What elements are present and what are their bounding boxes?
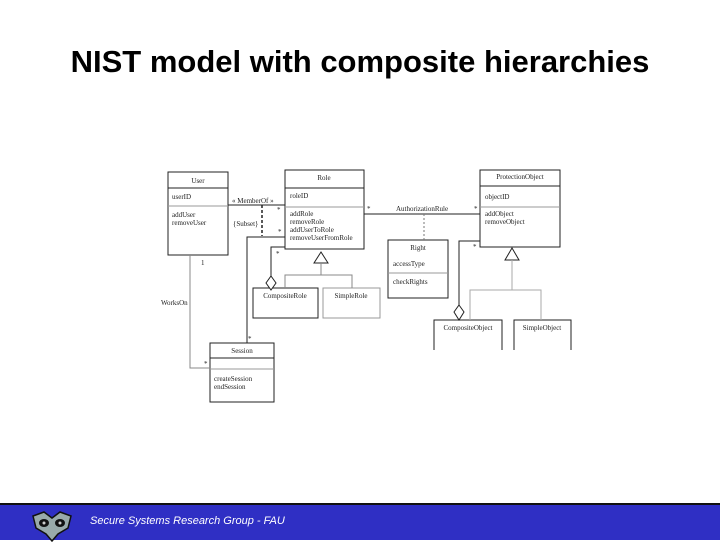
svg-text:Session: Session <box>231 347 253 355</box>
generalization-role <box>284 251 353 288</box>
class-name: User <box>191 177 205 185</box>
class-right: Right accessType checkRights <box>387 239 449 299</box>
svg-text:removeRole: removeRole <box>290 218 324 226</box>
generalization-protection-object <box>469 247 542 320</box>
svg-text:accessType: accessType <box>393 260 425 268</box>
svg-text:endSession: endSession <box>214 383 246 391</box>
association-authorization-rule: AuthorizationRule * * <box>364 205 480 240</box>
class-composite-object: CompositeObject <box>433 319 503 350</box>
class-session: Session createSession endSession <box>209 342 275 403</box>
svg-text:userID: userID <box>172 193 191 201</box>
svg-text:AuthorizationRule: AuthorizationRule <box>396 205 448 213</box>
svg-text:objectID: objectID <box>485 193 510 201</box>
svg-text:removeUserFromRole: removeUserFromRole <box>290 234 353 242</box>
footer-bar: Secure Systems Research Group - FAU <box>0 503 720 542</box>
association-role-session: * * <box>246 228 285 343</box>
class-user: User userID addUser removeUser <box>167 171 229 256</box>
svg-text:*: * <box>204 360 208 368</box>
svg-text:*: * <box>278 228 282 236</box>
svg-text:CompositeObject: CompositeObject <box>444 324 493 332</box>
svg-text:{Subset}: {Subset} <box>233 220 258 228</box>
class-composite-role: CompositeRole <box>252 287 319 319</box>
svg-text:CompositeRole: CompositeRole <box>263 292 307 300</box>
svg-text:removeObject: removeObject <box>485 218 525 226</box>
association-works-on: 1 WorksOn * <box>161 255 210 369</box>
owl-logo-icon <box>32 511 72 542</box>
svg-text:WorksOn: WorksOn <box>161 299 188 307</box>
svg-text:addRole: addRole <box>290 210 313 218</box>
class-simple-object: SimpleObject <box>513 319 572 350</box>
aggregation-composite-role: * <box>265 246 285 291</box>
svg-text:addUser: addUser <box>172 211 196 219</box>
svg-text:*: * <box>277 206 281 214</box>
svg-text:*: * <box>474 205 478 213</box>
association-member-of: « MemberOf » {Subset} * <box>228 197 285 236</box>
svg-text:Role: Role <box>317 174 330 182</box>
class-simple-role: SimpleRole <box>322 287 381 319</box>
aggregation-composite-object: * <box>453 240 480 321</box>
svg-text:« MemberOf »: « MemberOf » <box>232 197 274 205</box>
svg-text:removeUser: removeUser <box>172 219 207 227</box>
svg-text:roleID: roleID <box>290 192 308 200</box>
footer-text: Secure Systems Research Group - FAU <box>90 515 285 527</box>
svg-text:addObject: addObject <box>485 210 514 218</box>
slide-title: NIST model with composite hierarchies <box>70 44 650 79</box>
svg-text:*: * <box>248 335 252 343</box>
svg-text:SimpleObject: SimpleObject <box>523 324 562 332</box>
svg-text:1: 1 <box>201 259 205 267</box>
class-protection-object: ProtectionObject objectID addObject remo… <box>479 169 561 248</box>
class-role: Role roleID addRole removeRole addUserTo… <box>284 169 365 250</box>
svg-text:addUserToRole: addUserToRole <box>290 226 334 234</box>
svg-text:*: * <box>367 205 371 213</box>
svg-text:*: * <box>276 250 280 258</box>
svg-text:SimpleRole: SimpleRole <box>334 292 367 300</box>
svg-text:ProtectionObject: ProtectionObject <box>496 173 543 181</box>
svg-text:Right: Right <box>410 244 426 252</box>
svg-text:createSession: createSession <box>214 375 253 383</box>
svg-text:*: * <box>473 243 477 251</box>
svg-text:checkRights: checkRights <box>393 278 428 286</box>
